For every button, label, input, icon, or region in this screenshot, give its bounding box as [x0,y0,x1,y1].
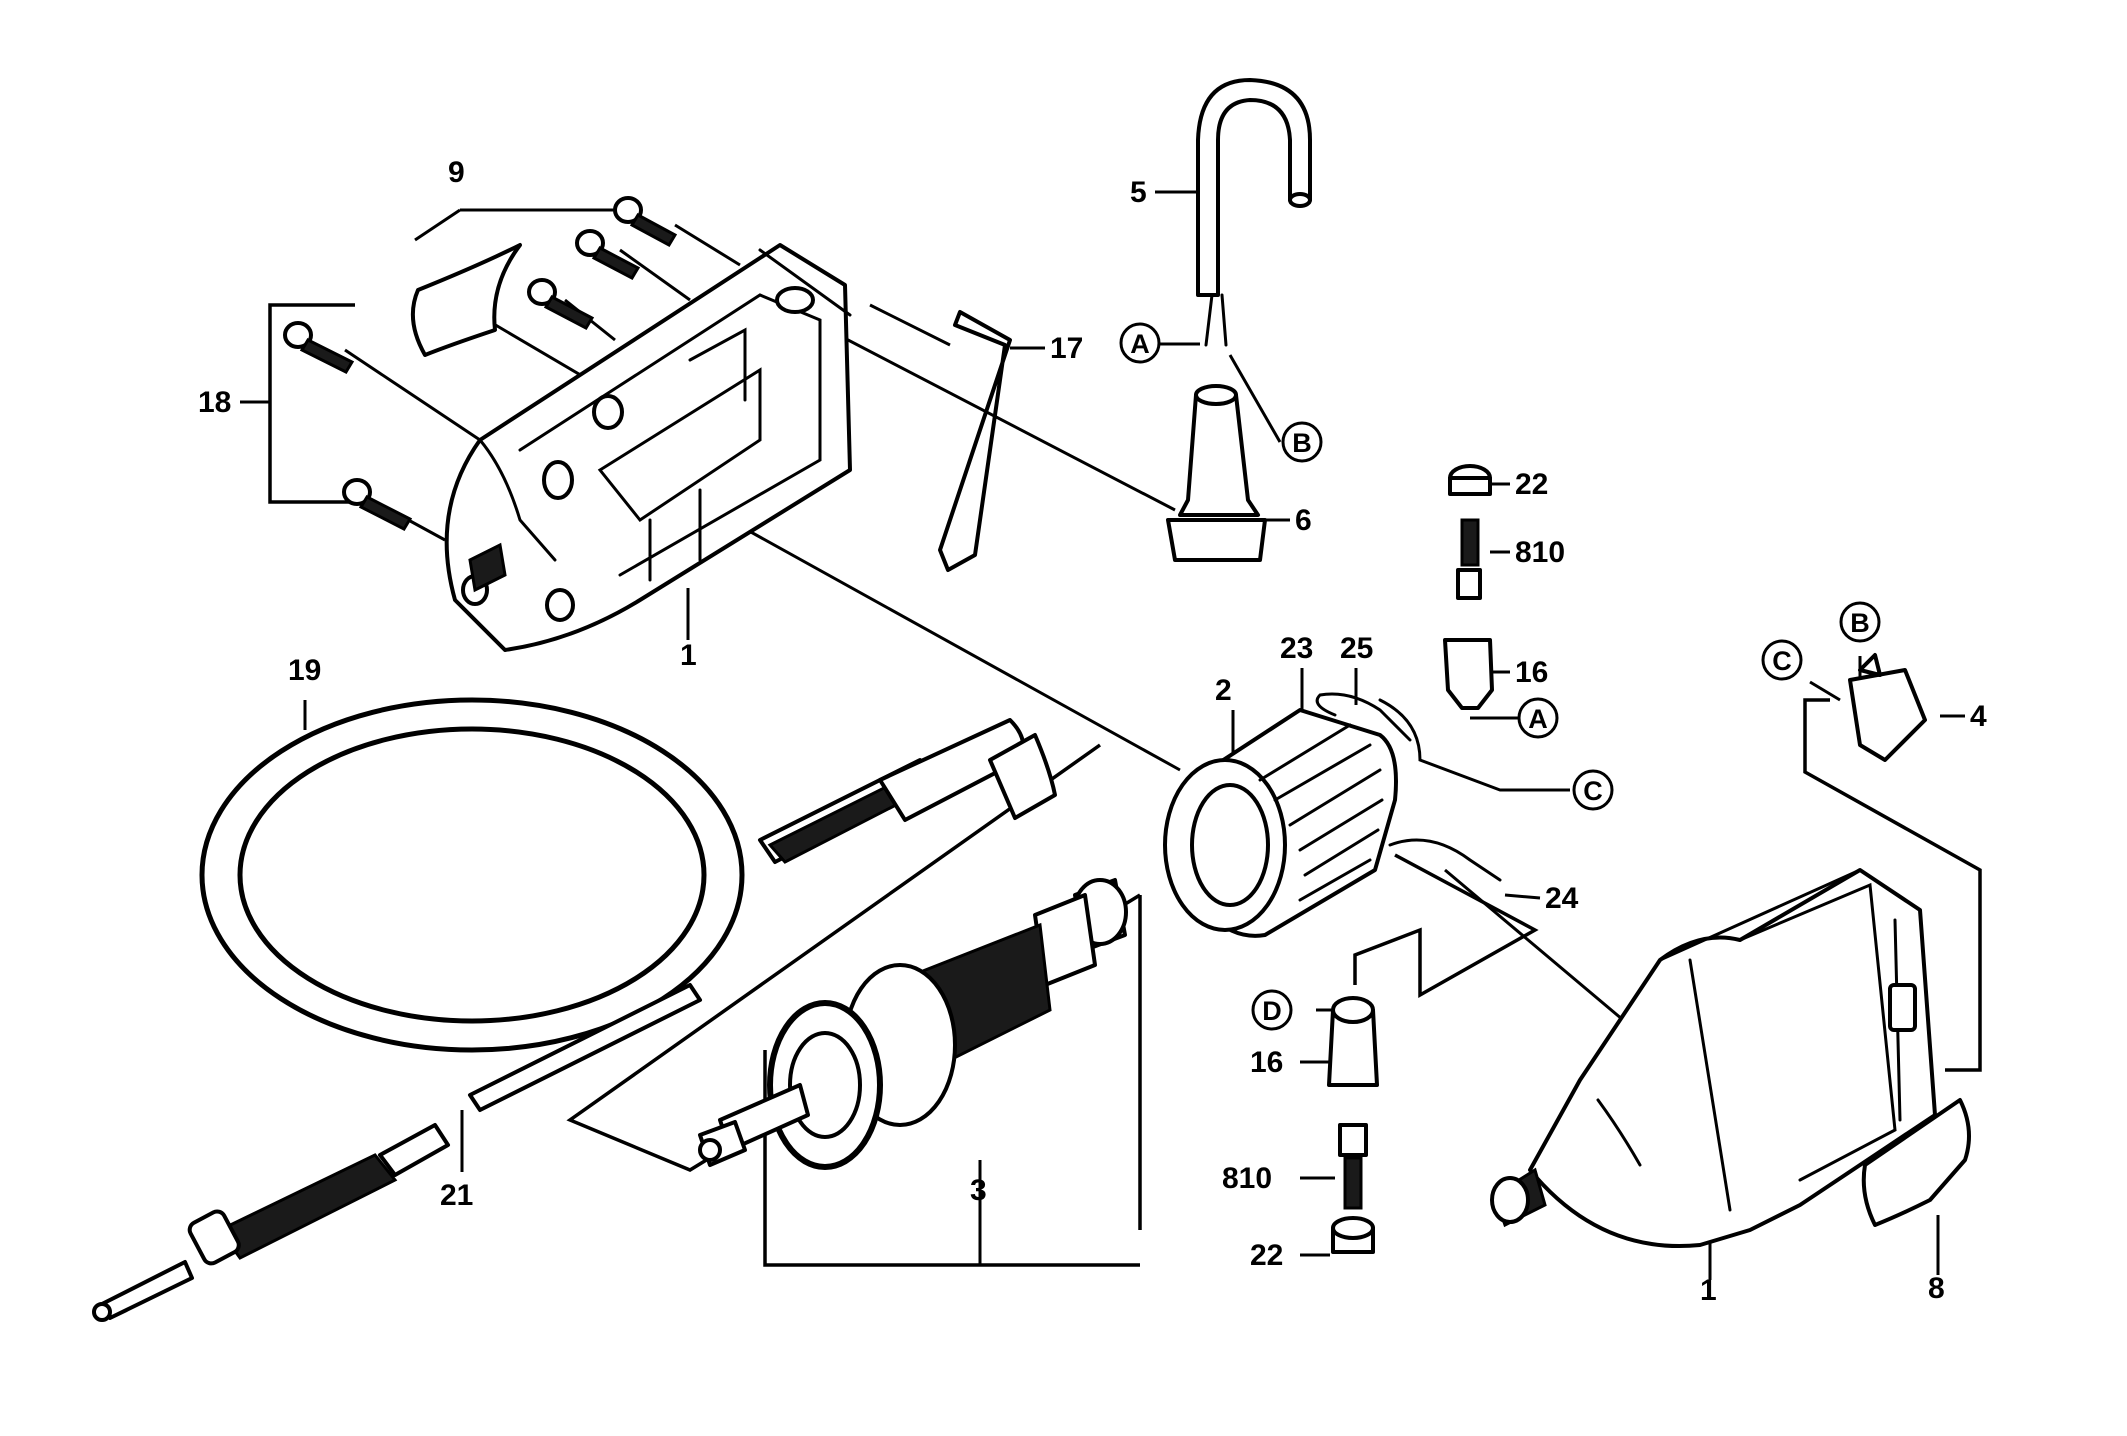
part-label-21: 21 [440,1179,473,1212]
svg-text:B: B [1292,428,1312,458]
brush-set-upper [1443,464,1494,710]
screw [342,478,413,531]
part-label-24: 24 [1545,882,1579,915]
marker-b-switch: B [1839,601,1881,643]
part-label-18: 18 [198,386,231,419]
part-label-16-bottom: 16 [1250,1046,1283,1079]
screw [283,321,355,374]
connection-markers: A B A B C C D [1119,322,1881,1031]
screw [575,229,641,280]
marker-a-brush: A [1517,697,1559,739]
marker-b-cord: B [1281,421,1323,463]
part-label-19: 19 [288,654,321,687]
screw [613,196,678,248]
part-label-1-top: 1 [680,639,697,672]
marker-c-switch: C [1761,639,1803,681]
part-label-1-bottom: 1 [1700,1274,1717,1307]
svg-text:C: C [1772,646,1792,676]
svg-text:A: A [1528,704,1548,734]
part-label-16-top: 16 [1515,656,1548,689]
field-coil [1163,692,1502,938]
armature [698,878,1128,1170]
svg-text:D: D [1262,996,1282,1026]
part-label-4: 4 [1970,700,1987,733]
part-label-6: 6 [1295,504,1312,537]
part-label-22-bottom: 22 [1250,1239,1283,1272]
brush-set-lower [1327,996,1379,1254]
part-label-9: 9 [448,156,465,189]
switch [1848,653,1927,762]
marker-a-cord: A [1119,322,1161,364]
nameplate-side [1861,1098,1971,1227]
part-label-17: 17 [1050,332,1083,365]
housing-cover [444,243,852,652]
marker-c-field: C [1572,769,1614,811]
part-label-2: 2 [1215,674,1232,707]
part-label-23: 23 [1280,632,1313,665]
screw [527,278,595,330]
nameplate [410,243,522,357]
motor-housing [1490,868,1937,1248]
part-label-3: 3 [970,1174,987,1207]
screw-set [283,196,678,531]
power-cord [1196,78,1312,347]
svg-text:B: B [1850,608,1870,638]
part-label-810-bottom: 810 [1222,1162,1272,1195]
part-number-labels: 9 18 17 5 6 1 22 810 16 4 19 2 23 25 24 … [198,156,1987,1307]
cord-guard [1166,384,1267,562]
svg-text:A: A [1130,329,1150,359]
part-label-5: 5 [1130,176,1147,209]
svg-text:C: C [1583,776,1603,806]
part-label-22-top: 22 [1515,468,1548,501]
part-label-810-top: 810 [1515,536,1565,569]
marker-d-brush: D [1251,989,1293,1031]
part-label-25: 25 [1340,632,1373,665]
part-label-8: 8 [1928,1272,1945,1305]
cord-clip [938,310,1012,572]
flex-shaft [92,697,1057,1322]
